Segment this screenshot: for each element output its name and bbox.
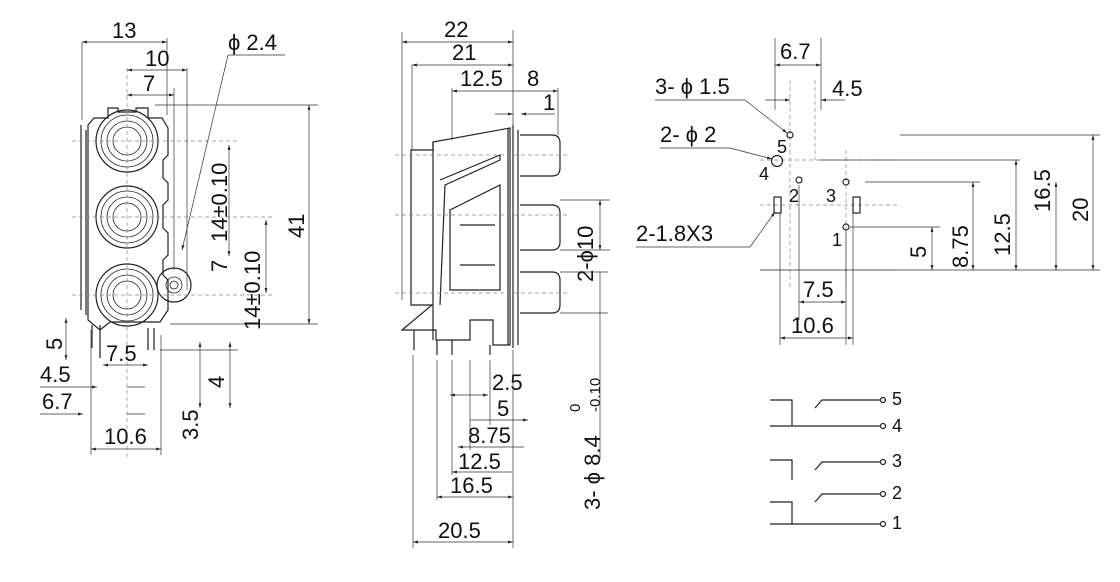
pin-hole-5 [786,131,794,139]
pin-label-5: 5 [777,137,787,157]
dim-pitch-1: 14±0.10 [207,163,232,242]
ground-lug [156,267,192,303]
dim-5: 5 [42,338,67,350]
dim-hole-dia: 3- ϕ 8.4 [580,435,605,510]
dim-4-5-pcb: 4.5 [832,76,863,101]
dim-7-offset: 7 [207,260,232,272]
dim-8-75: 8.75 [468,423,511,448]
dim-1: 1 [543,90,555,115]
dim-20-5: 20.5 [438,518,481,543]
tol-upper: 0 [567,404,584,412]
label-holes-2: 2- ϕ 2 [660,122,716,147]
pin-hole-4 [770,154,784,168]
dim-16-5: 16.5 [450,473,493,498]
dim-jack-dia: 2-ϕ10 [573,226,598,282]
dim-3-5: 3.5 [178,409,203,440]
pin-hole-3 [842,178,850,186]
side-view: 22 21 12.5 8 1 2-ϕ10 3- ϕ 8.4 0 -0.10 2.… [395,17,610,548]
label-holes-1-5: 3- ϕ 1.5 [655,74,730,99]
dim-7-5: 7.5 [106,341,137,366]
pin-label-2: 2 [789,186,799,206]
slot-left [773,196,782,214]
dim-y-5: 5 [906,246,931,258]
schematic-pin-2: 2 [892,483,902,503]
dim-12-5-pins: 12.5 [458,449,501,474]
dim-10-6: 10.6 [104,424,147,449]
dim-x-7-5: 7.5 [803,277,834,302]
front-view: 13 10 7 ϕ 2.4 41 14±0.10 7 14±0.10 4 3.5… [40,18,318,460]
schematic: 5 4 3 2 1 [770,389,902,533]
pin-hole-2 [795,176,803,184]
dim-x-10-6: 10.6 [791,313,834,338]
tol-lower: -0.10 [587,378,604,412]
pin-label-4: 4 [759,164,769,184]
dim-4-5: 4.5 [40,362,71,387]
dim-5-side: 5 [497,396,509,421]
label-slots: 2-1.8X3 [636,221,713,246]
pcb-layout: 5 4 2 3 1 6.7 4.5 3- ϕ 1.5 2- ϕ 2 2-1.8X… [636,38,1100,345]
dim-22: 22 [444,17,468,42]
schematic-pin-3: 3 [892,451,902,471]
dim-y-16-5: 16.5 [1030,169,1055,212]
dim-hole-2-4: ϕ 2.4 [228,30,277,55]
dim-21: 21 [452,40,476,65]
dim-y-20: 20 [1068,198,1093,222]
dim-4: 4 [204,376,229,388]
dim-8: 8 [527,66,539,91]
schematic-pin-5: 5 [892,389,902,409]
dim-10: 10 [145,46,169,71]
dim-41: 41 [284,214,309,238]
dim-6-7-pcb: 6.7 [780,39,811,64]
side-jack-bottom [520,271,561,314]
dim-13: 13 [112,18,136,43]
dim-2-5: 2.5 [492,370,523,395]
side-jack-middle [520,204,561,251]
side-jack-top [520,134,561,177]
dim-y-12-5: 12.5 [990,213,1015,256]
dim-12-5: 12.5 [460,66,503,91]
dim-7: 7 [143,71,155,96]
slot-right [852,196,861,214]
dim-y-8-75: 8.75 [948,225,973,268]
schematic-pin-1: 1 [892,513,902,533]
pin-label-1: 1 [832,230,842,250]
dim-6-7: 6.7 [42,389,73,414]
dim-pitch-2: 14±0.10 [240,251,265,330]
pin-label-3: 3 [826,186,836,206]
schematic-pin-4: 4 [892,416,902,436]
